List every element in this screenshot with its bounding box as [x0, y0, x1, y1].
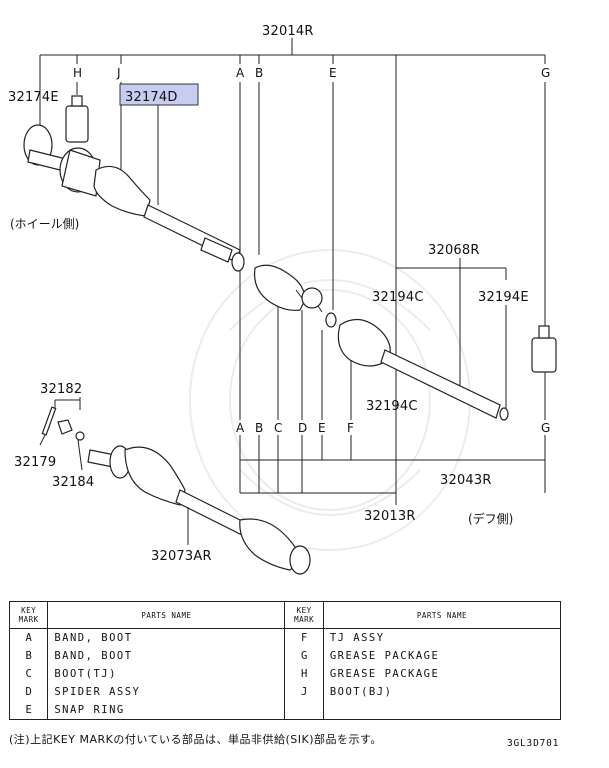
legend-key-mark: G [284, 647, 324, 665]
legend-part-name: BAND, BOOT [47, 647, 286, 665]
legend-header-key-mark: KEY MARK [8, 601, 49, 629]
part-number-32179: 32179 [14, 455, 56, 470]
part-number-32174D: 32174D [125, 90, 178, 105]
part-number-32182: 32182 [40, 382, 82, 397]
upper-shaft-assembly [23, 124, 509, 421]
legend-part-name: BAND, BOOT [47, 628, 286, 647]
legend-part-name: GREASE PACKAGE [322, 665, 562, 683]
legend-header-parts-name-2: PARTS NAME [322, 601, 562, 629]
diagram-code: 3GL3D701 [507, 738, 560, 749]
key-mark-bottom-F: F [347, 421, 354, 435]
legend-key-mark: D [8, 683, 49, 701]
legend-key-mark: F [284, 628, 324, 647]
legend-part-name: BOOT(TJ) [47, 665, 286, 683]
part-number-32013R: 32013R [364, 509, 416, 524]
part-number-32194E: 32194E [478, 290, 529, 305]
legend-header-parts-name: PARTS NAME [47, 601, 286, 629]
legend-header-row: KEY MARK PARTS NAME KEY MARK PARTS NAME [8, 601, 562, 629]
legend-key-mark: A [8, 628, 49, 647]
key-mark-bottom-G: G [541, 421, 550, 435]
small-parts [39, 397, 85, 471]
parts-diagram: 32014R 32174E 32174D 32068R 32194C 32194… [8, 24, 557, 575]
legend-part-name: SNAP RING [47, 701, 286, 720]
key-mark-top-G: G [541, 66, 550, 80]
legend-key-mark: E [8, 701, 49, 720]
grease-package-H [65, 95, 89, 143]
legend-part-name: SPIDER ASSY [47, 683, 286, 701]
key-mark-bottom-C: C [274, 421, 282, 435]
part-number-32194C-upper: 32194C [372, 290, 424, 305]
legend-header-key-mark-2: KEY MARK [284, 601, 324, 629]
key-mark-top-B: B [255, 66, 263, 80]
legend-part-name: GREASE PACKAGE [322, 647, 562, 665]
part-number-32068R: 32068R [428, 243, 480, 258]
watermark-emblem [189, 249, 471, 551]
legend-key-mark: C [8, 665, 49, 683]
key-mark-top-J: J [116, 66, 121, 80]
legend-part-name [322, 701, 562, 720]
part-number-32043R: 32043R [440, 473, 492, 488]
diff-side-label: (デフ側) [468, 511, 513, 526]
key-mark-top-H: H [73, 66, 82, 80]
legend-key-mark: H [284, 665, 324, 683]
grease-package-G [531, 325, 557, 373]
key-mark-bottom-D: D [298, 421, 307, 435]
lower-shaft-assembly [87, 445, 311, 575]
bracket-32014R [39, 38, 546, 505]
wheel-side-label: (ホイール側) [10, 217, 79, 231]
key-mark-top-A: A [236, 66, 245, 80]
part-number-32014R: 32014R [262, 24, 314, 39]
key-mark-bottom-A: A [236, 421, 245, 435]
part-number-32184: 32184 [52, 475, 94, 490]
part-number-32174E: 32174E [8, 90, 59, 105]
key-mark-legend-table: KEY MARK PARTS NAME KEY MARK PARTS NAME … [8, 601, 562, 720]
key-mark-top-E: E [329, 66, 337, 80]
part-number-32073AR: 32073AR [151, 549, 212, 564]
legend-part-name: TJ ASSY [322, 628, 562, 647]
key-mark-bottom-B: B [255, 421, 263, 435]
legend-part-name: BOOT(BJ) [322, 683, 562, 701]
legend-key-mark: J [284, 683, 324, 701]
legend-key-mark [284, 701, 324, 720]
legend-key-mark: B [8, 647, 49, 665]
part-number-32194C-lower: 32194C [366, 399, 418, 414]
footnote: (注)上記KEY MARKの付いている部品は、単品非供給(SIK)部品を示す。 [9, 733, 382, 746]
key-mark-bottom-E: E [318, 421, 326, 435]
highlight-32174D [119, 83, 199, 106]
